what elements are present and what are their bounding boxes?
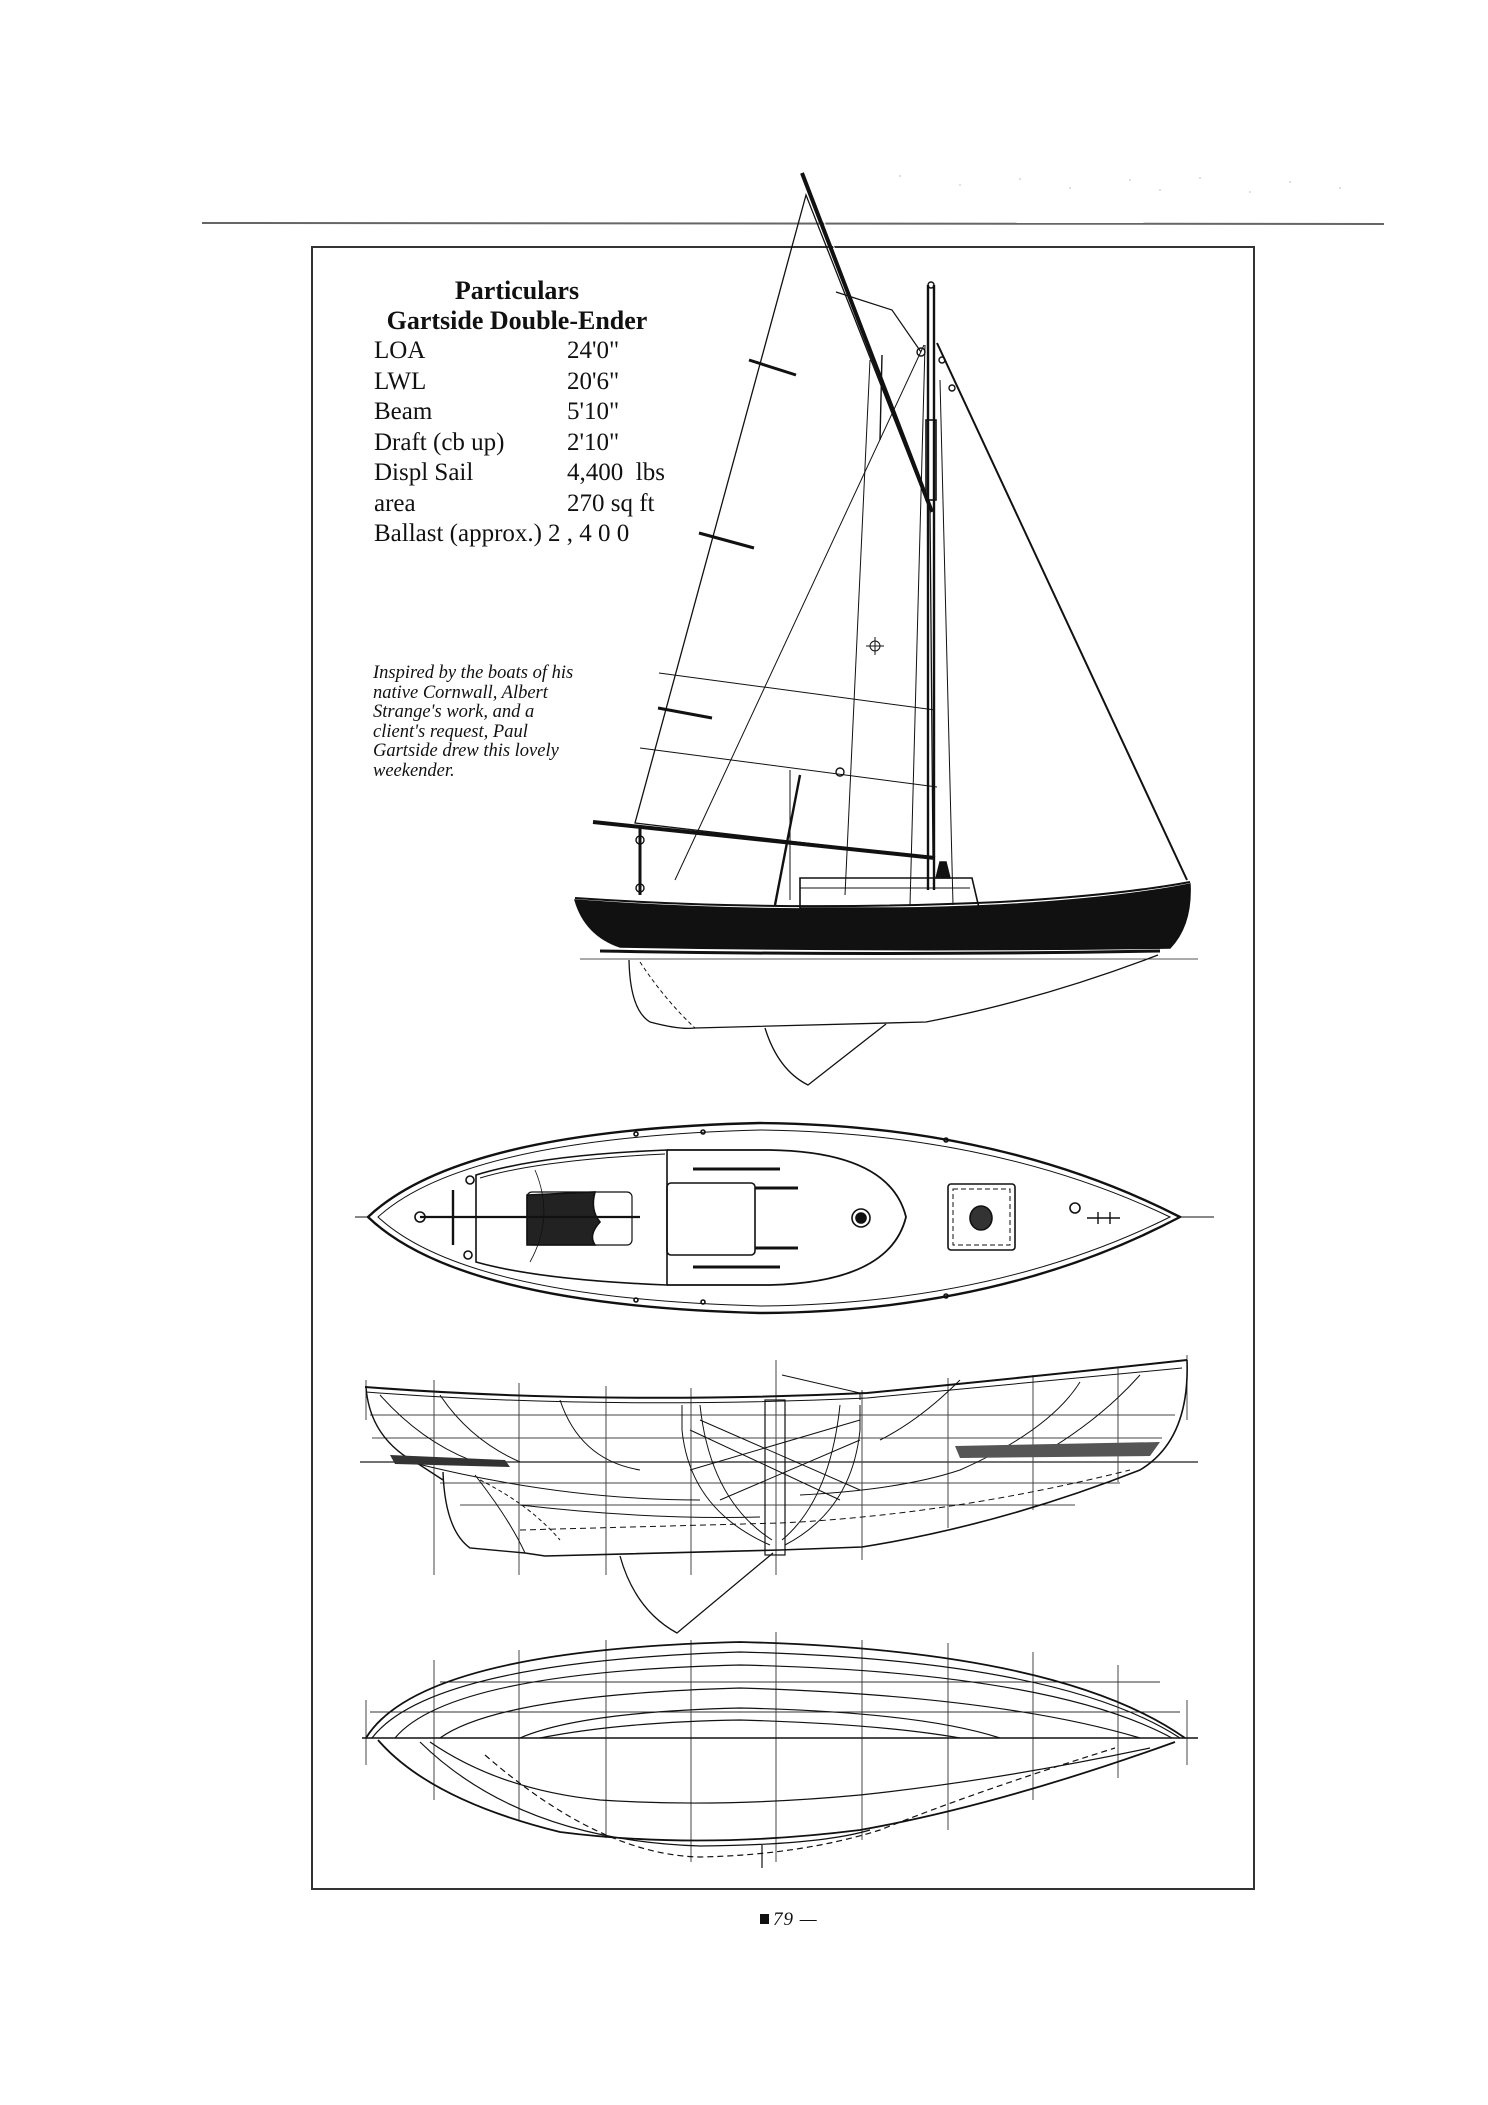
spec-row: area 270 sq ft <box>374 489 694 520</box>
spec-label: Ballast (approx.) <box>374 520 543 547</box>
spec-label: LOA <box>374 337 426 364</box>
black-square-icon <box>760 1914 769 1924</box>
particulars-table: Particulars Gartside Double-Ender LOA 24'… <box>374 276 694 550</box>
caption-line: weekender. <box>373 760 455 781</box>
caption-line: Strange's work, and a <box>373 702 535 722</box>
page-header-rule <box>201 222 1385 225</box>
spec-value: 24'0" <box>567 337 620 364</box>
spec-value: 2'10" <box>567 428 620 456</box>
spec-value: 270 sq ft <box>567 489 655 517</box>
spec-label: Draft (cb up) <box>374 428 505 456</box>
spec-label: area <box>374 489 416 517</box>
spec-row: Ballast (approx.)2 , 4 0 0 <box>374 519 694 550</box>
spec-value: 5'10" <box>567 398 620 425</box>
page-number: 79 <box>773 1909 794 1930</box>
deck-plan-view <box>355 1121 1214 1315</box>
spec-row: LOA 24'0" <box>374 336 694 367</box>
particulars-heading: Particulars <box>454 276 580 305</box>
spec-row: Displ Sail 4,400 lbs <box>374 458 694 489</box>
caption-line: Inspired by the boats of his <box>373 663 574 683</box>
caption-line: native Cornwall, Albert <box>373 682 548 703</box>
page-folio: 79 — <box>760 1908 818 1932</box>
spec-value: 2 , 4 0 0 <box>548 520 630 547</box>
caption-line: Gartside drew this lovely <box>373 741 559 761</box>
speck-noise <box>899 175 1341 193</box>
spec-value: 20'6" <box>567 367 620 395</box>
sail-plan-profile <box>574 172 1198 1086</box>
design-caption: Inspired by the boats of his native Corn… <box>373 663 613 781</box>
half-breadth-plan-view <box>362 1632 1198 1868</box>
folio-dash: — <box>799 1909 818 1930</box>
spec-label: Beam <box>374 398 433 425</box>
caption-line: client's request, Paul <box>373 721 528 742</box>
spec-value: 4,400 lbs <box>567 459 665 486</box>
illustration-frame <box>311 246 1255 1890</box>
spec-row: Beam 5'10" <box>374 397 694 428</box>
spec-row: LWL 20'6" <box>374 367 694 398</box>
lines-profile-view <box>360 1355 1198 1634</box>
boat-name: Gartside Double-Ender <box>386 306 648 335</box>
spec-label: Displ Sail <box>374 459 474 486</box>
spec-row: Draft (cb up) 2'10" <box>374 428 694 459</box>
spec-label: LWL <box>374 367 427 395</box>
